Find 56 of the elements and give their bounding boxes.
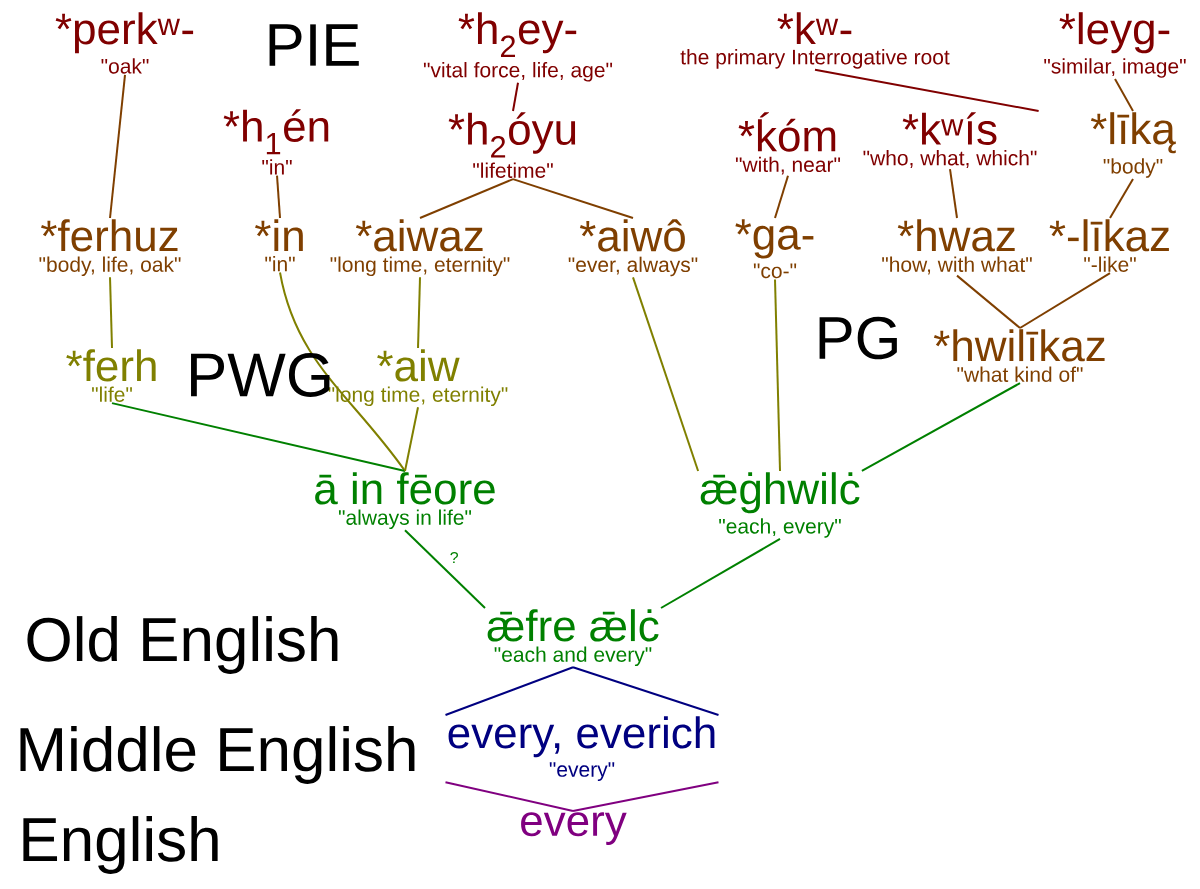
connector-line: [109, 276, 113, 349]
stage-label: PIE: [269, 24, 359, 66]
connector-line: [276, 174, 281, 219]
word-entry: *ferh "life": [66, 349, 156, 402]
connector-line: [444, 666, 574, 716]
connector-line: [404, 406, 419, 472]
connector-line: [774, 278, 781, 472]
connector-line: [572, 666, 720, 716]
word-entry: *leyg- "similar, image": [1044, 12, 1186, 78]
word-entry: *k$^{w}$ís "who, what, which": [863, 112, 1037, 168]
connector-line: [814, 68, 1040, 112]
stage-label: PWG: [191, 353, 330, 397]
word-entry: *h$_{2}$óyu "lifetime": [448, 112, 576, 178]
connector-line: [774, 174, 789, 219]
word-entry: *perk$^{w}$- "oak": [55, 12, 194, 74]
word-entry: *aiwaz "long time, eternity": [330, 219, 510, 277]
connector-line: [1109, 178, 1134, 219]
word-entry: *aiwô "ever, always": [568, 219, 698, 277]
word-entry: *hwaz "how, with what": [882, 219, 1032, 275]
connector-line: [109, 73, 126, 219]
word-entry: *h$_{2}$ey- "vital force, life, age": [423, 12, 613, 82]
connector-line: [512, 178, 634, 219]
connector-line: [1019, 272, 1111, 329]
word-entry: every, everich "every": [448, 716, 715, 781]
connector-line: [444, 781, 574, 812]
connector-line: [512, 81, 519, 112]
word-entry: *ḱóm "with, near": [735, 112, 841, 175]
connector-line: [572, 781, 720, 812]
word-entry: *hwilīkaz "what kind of": [933, 329, 1105, 382]
word-entry: ǣġhwilċ "each, every": [700, 472, 860, 538]
word-entry: ǣfre ǣlċ "each and every": [487, 609, 659, 667]
word-entry: *k$^{w}$- the primary Interrogative root: [680, 12, 950, 69]
connector-line: [949, 168, 958, 219]
word-entry: ā in fēore "always in life": [315, 472, 495, 530]
stage-label: Old English: [27, 616, 338, 674]
connector-line: [404, 529, 486, 609]
connector-line: [279, 271, 406, 472]
connector-line: [632, 276, 700, 472]
word-entry: every: [521, 812, 627, 845]
connector-line: [956, 274, 1021, 329]
stage-label: Middle English: [20, 726, 415, 784]
connector-line: [1114, 78, 1134, 112]
word-entry: *in "in": [255, 219, 303, 272]
connector-line: [111, 402, 406, 472]
stage-label: English: [23, 816, 218, 874]
word-entry: *ferhuz "body, life, oak": [39, 219, 181, 277]
word-entry: *h$_{1}$én "in": [223, 109, 329, 175]
connector-line: [419, 178, 514, 219]
word-entry: *līką "body": [1090, 112, 1176, 178]
word-entry: *-līkaz "-like": [1049, 219, 1169, 272]
connector-line: [660, 538, 781, 609]
stage-label: PG: [819, 316, 897, 360]
connector-line: [417, 276, 421, 349]
edge-label: ?: [450, 551, 458, 564]
word-entry: *ga- "co-": [735, 219, 814, 279]
connector-line: [860, 382, 1021, 472]
